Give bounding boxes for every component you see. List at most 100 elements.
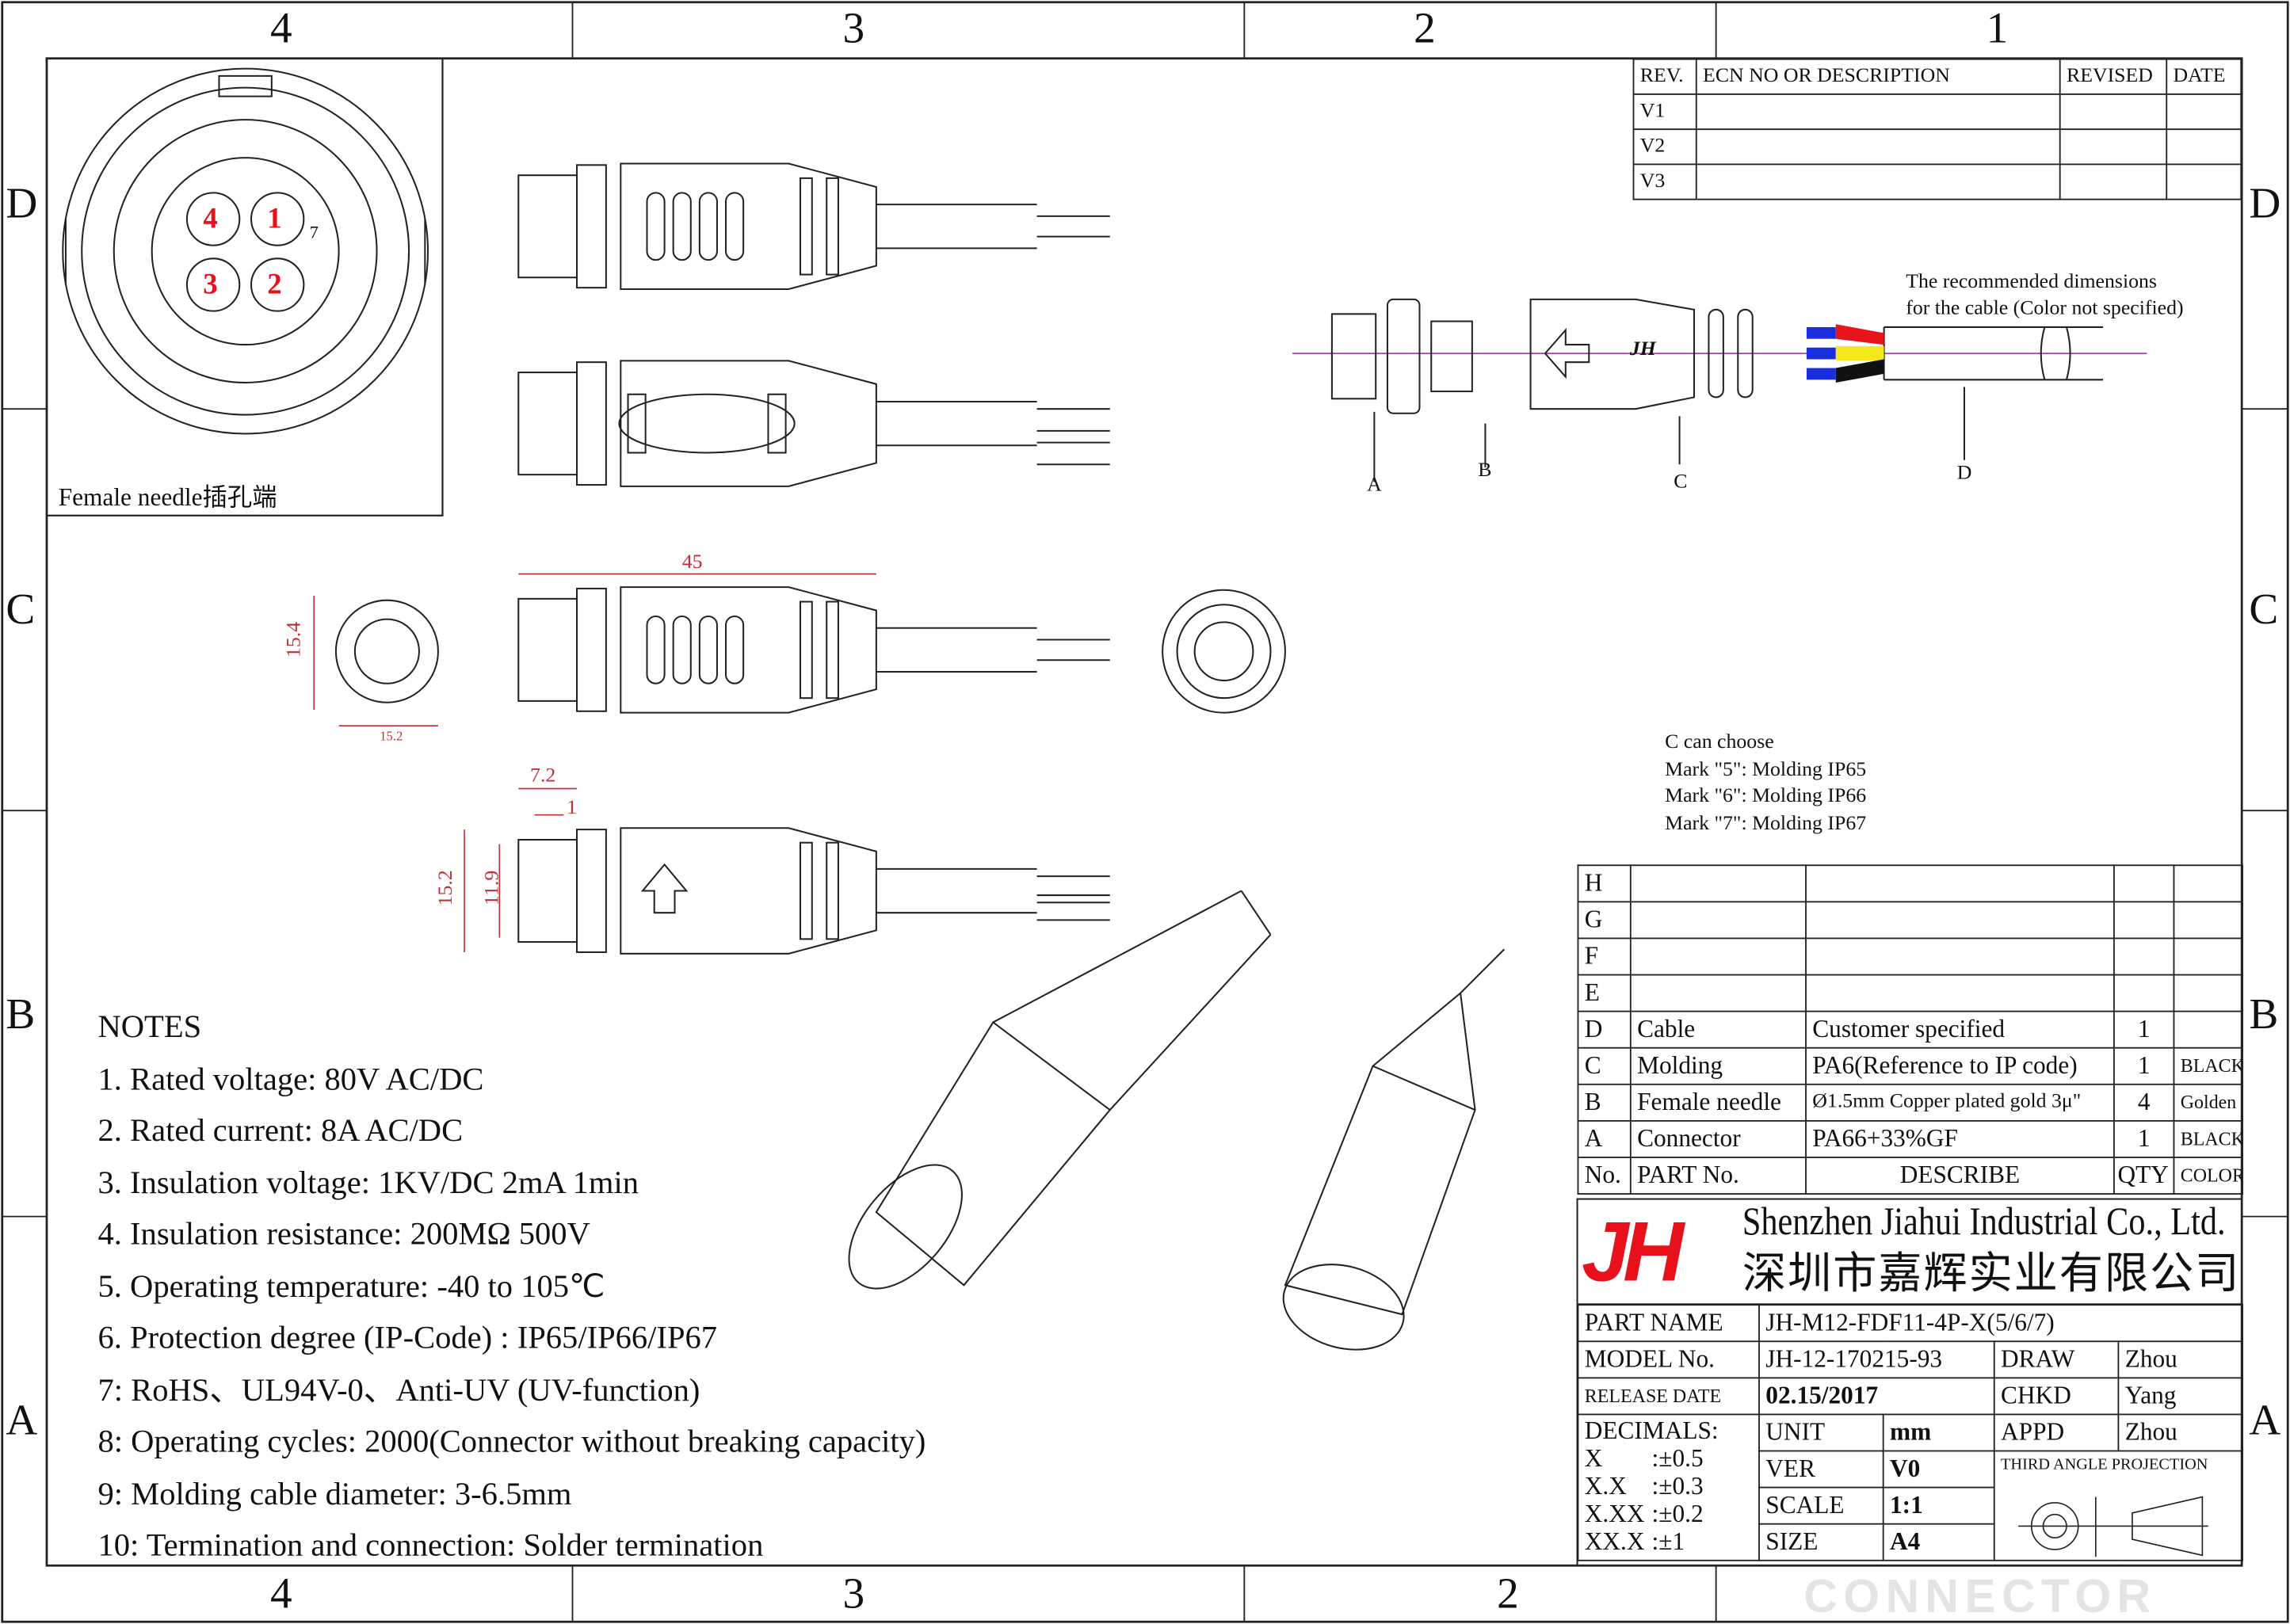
bom-cell-qty [2113,901,2175,940]
projection-label: THIRD ANGLE PROJECTION [1993,1450,2244,1561]
molding-option: Mark "6": Molding IP66 [1665,785,1867,808]
bom-cell-describe: Customer specified [1805,1010,2115,1049]
bom-cell-no: E [1577,974,1632,1012]
zone-row-b: B [6,989,36,1039]
dim-length: 45 [681,551,703,574]
exploded-view [1292,298,2147,482]
note-item: 5. Operating temperature: -40 to 105℃ [97,1267,605,1304]
company-name-cn: 深圳市嘉辉实业有限公司 [1742,1250,2241,1298]
callout-d: D [1956,463,1972,486]
rev-cell: V3 [1632,163,1697,200]
bom-cell-qty [2113,937,2175,976]
pin-label-2: 2 [267,269,282,301]
bom-cell-no: F [1577,937,1632,976]
dim-face-height: 15.4 [284,621,306,658]
bom-header-color: COLOR [2173,1157,2244,1195]
note-item: 8: Operating cycles: 2000(Connector with… [97,1422,926,1459]
bom-cell-qty: 4 [2113,1083,2175,1122]
callout-a: A [1367,475,1382,497]
bom-cell-part [1629,974,1807,1012]
bom-cell-describe [1805,974,2115,1012]
bom-cell-color [2173,864,2244,903]
cable-note-line2: for the cable (Color not specified) [1906,298,2184,320]
bom-cell-color [2173,1010,2244,1049]
bom-row: E [1577,974,2244,1012]
unit-label: UNIT [1758,1413,1884,1452]
side-view-4 [517,827,1110,955]
bom-cell-describe [1805,864,2115,903]
rev-cell: V2 [1632,128,1697,166]
pin-label-4: 4 [203,203,218,235]
key-mark: 7 [309,222,319,243]
zone-col-2: 2 [1414,4,1436,53]
decimals-tolerances: DECIMALS: X:±0.5 X.X:±0.3 X.XX:±0.2 XX.X… [1577,1413,1760,1561]
bom-cell-color [2173,937,2244,976]
callout-b: B [1478,459,1492,482]
model-label: MODEL No. [1577,1340,1760,1379]
scale-label: SCALE [1758,1486,1884,1525]
bom-cell-describe: PA6(Reference to IP code) [1805,1046,2115,1085]
bom-header-describe: DESCRIBE [1805,1157,2115,1195]
release-date-label: RELEASE DATE [1577,1377,1760,1416]
bom-cell-describe: PA66+33%GF [1805,1119,2115,1158]
tolerance-value: :±0.3 [1651,1472,1704,1500]
bom-cell-color: BLACK [2173,1046,2244,1085]
bom-cell-part: Connector [1629,1119,1807,1158]
iso-view-right [1282,948,1506,1351]
dim-face-width: 15.2 [380,728,403,744]
bom-cell-qty: 1 [2113,1046,2175,1085]
iso-view-left [848,890,1272,1290]
tolerance-format: XX.X [1584,1527,1645,1556]
rev-cell: V1 [1632,93,1697,131]
ecn-header: ECN NO OR DESCRIPTION [1695,58,2061,95]
bom-cell-no: D [1577,1010,1632,1049]
dim-inner-dia: 11.9 [482,870,504,905]
bom-cell-qty: 1 [2113,1119,2175,1158]
ver-value: V0 [1882,1450,1995,1489]
zone-col-1: 1 [1986,4,2009,53]
dim-thread-length: 7.2 [530,764,556,787]
zone-row-d: D [6,179,38,228]
zone-col-4-bottom: 4 [269,1569,292,1618]
zone-row-a-right: A [2249,1396,2281,1445]
ver-label: VER [1758,1450,1884,1489]
decimals-label: DECIMALS: [1584,1416,1719,1445]
company-logo: JH [1582,1204,1684,1300]
pin-label-3: 3 [203,269,218,301]
bom-cell-no: A [1577,1119,1632,1158]
molding-options-title: C can choose [1665,731,1774,754]
scale-value: 1:1 [1882,1486,1995,1525]
bom-cell-no: C [1577,1046,1632,1085]
bom-cell-describe [1805,901,2115,940]
wires [1806,324,1884,383]
bom-cell-part [1629,864,1807,903]
chkd-label: CHKD [1993,1377,2120,1416]
zone-col-2-bottom: 2 [1497,1569,1519,1618]
note-item: 9: Molding cable diameter: 3-6.5mm [97,1474,572,1512]
bom-cell-no: G [1577,901,1632,940]
model-value: JH-12-170215-93 [1758,1340,1995,1379]
front-view-caption: Female needle插孔端 [58,483,277,512]
dimension-lines [313,573,876,952]
note-item: 7: RoHS、UL94V-0、Anti-UV (UV-function) [97,1370,700,1408]
front-view-connector [62,67,429,435]
zone-row-c-right: C [2249,585,2279,635]
bom-header-row: No. PART No. DESCRIBE QTY COLOR [1577,1157,2244,1195]
bom-row: G [1577,901,2244,940]
bom-cell-qty [2113,974,2175,1012]
note-item: 1. Rated voltage: 80V AC/DC [97,1059,484,1096]
pin-label-1: 1 [267,203,282,235]
size-value: A4 [1882,1523,1995,1561]
tolerance-value: :±0.2 [1651,1500,1704,1528]
zone-row-b-right: B [2249,989,2279,1039]
zone-col-3-bottom: 3 [842,1569,865,1618]
note-item: 10: Termination and connection: Solder t… [97,1526,764,1563]
revision-row: V1 [1632,93,2242,131]
molding-logo-mark: JH [1629,338,1656,361]
zone-col-4: 4 [269,4,292,53]
tolerance-value: :±1 [1651,1527,1685,1556]
